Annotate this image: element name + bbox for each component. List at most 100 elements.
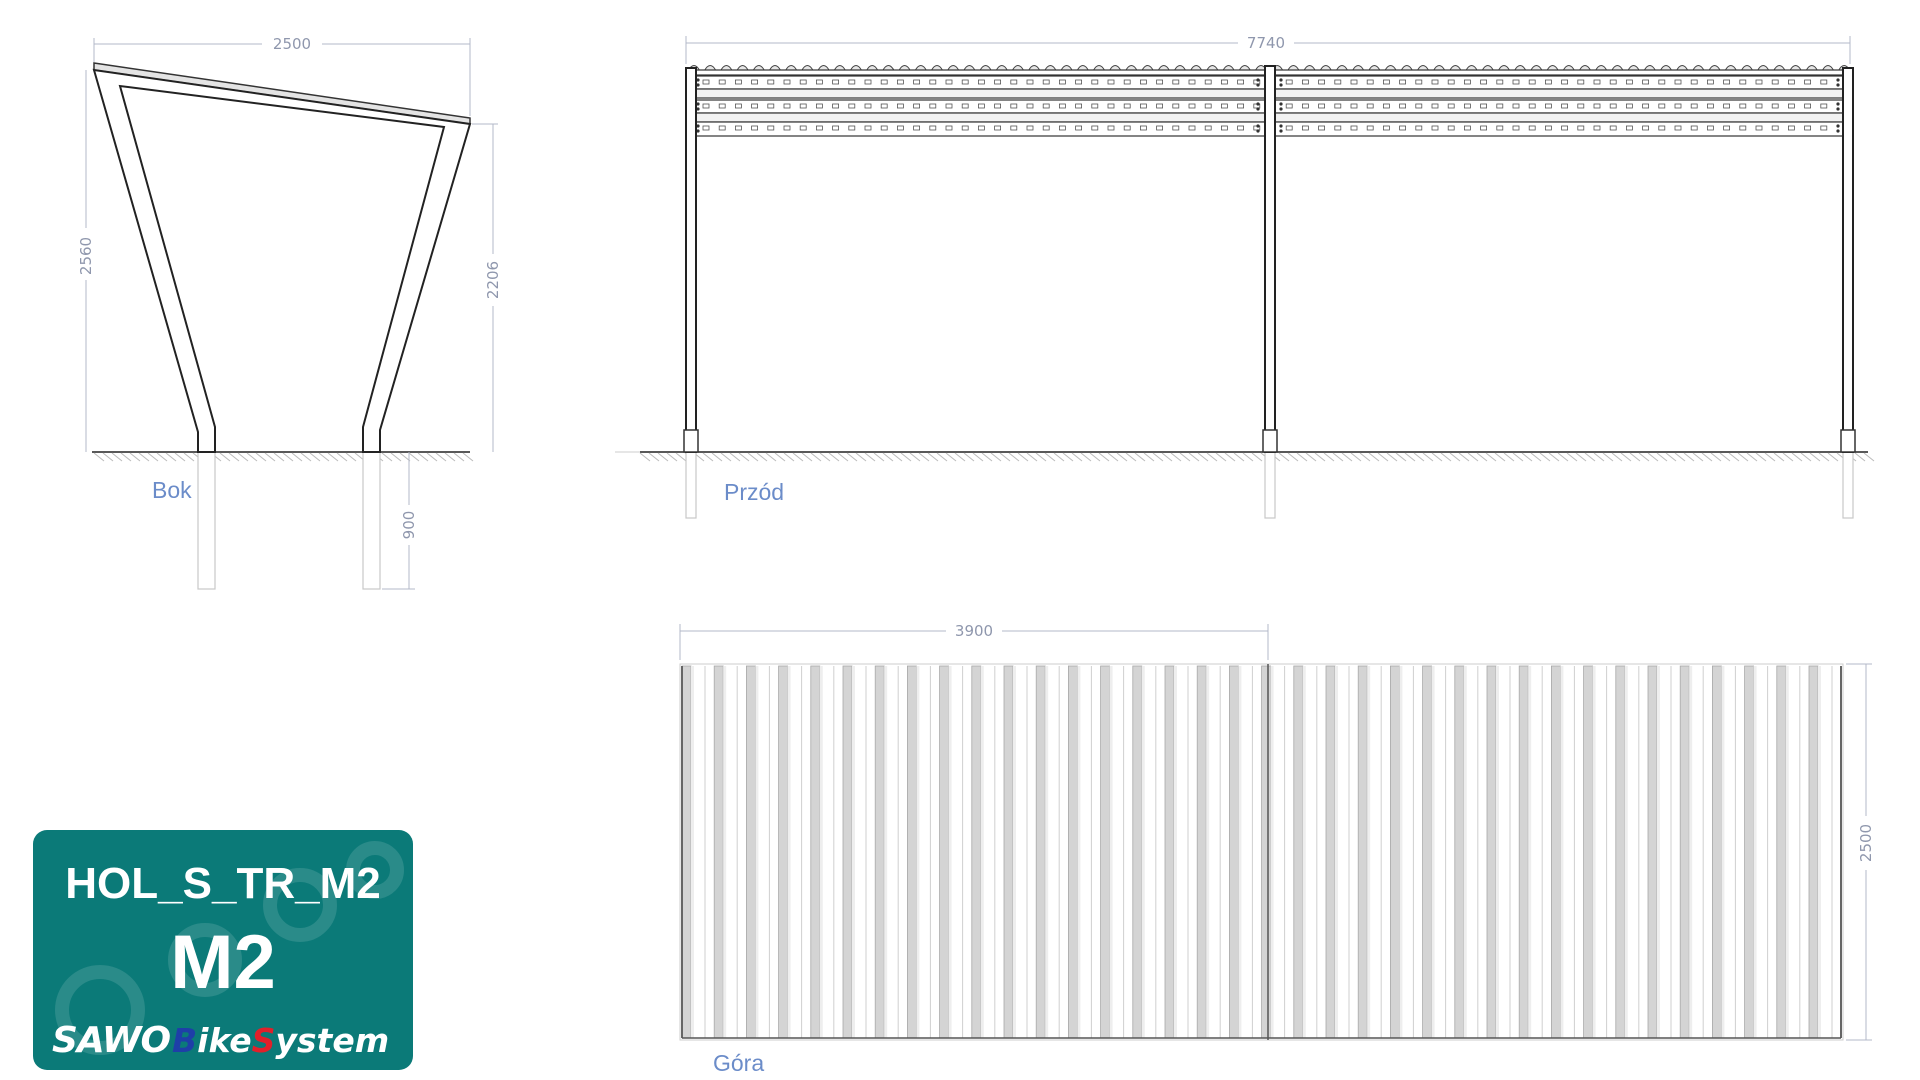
hatch-line <box>846 452 858 462</box>
sheet-rib <box>1744 665 1754 1039</box>
sheet-rib-shade <box>1141 666 1145 1038</box>
sheet-rib-shade <box>787 666 791 1038</box>
purlin-slot <box>1723 79 1730 85</box>
hatch-line <box>1224 452 1236 462</box>
purlin-slot <box>1755 79 1763 85</box>
bolt <box>696 129 700 133</box>
badge-background <box>33 830 413 1070</box>
hatch-line <box>711 452 723 462</box>
hatch-line <box>1719 452 1731 462</box>
purlin-slot <box>1075 103 1082 109</box>
sheet-rib <box>1390 665 1400 1039</box>
hatch-line <box>147 452 159 462</box>
purlin-slot <box>718 103 726 109</box>
purlin-slot <box>1059 79 1066 85</box>
hatch-line <box>729 452 741 462</box>
side-right-height-dimension: 2206 <box>484 261 502 299</box>
sheet-rib-shade <box>1302 666 1306 1038</box>
purlin-slot <box>1577 103 1585 109</box>
front-base-right <box>1840 429 1856 453</box>
hatch-line <box>1512 452 1524 462</box>
hatch-line <box>1683 452 1695 462</box>
sheet-rib <box>1776 665 1787 1039</box>
purlin-slot <box>897 79 904 85</box>
side-foundation-left <box>197 451 216 590</box>
purlin-slot <box>1026 125 1034 131</box>
hatch-line <box>1080 452 1092 462</box>
side-view-label: Bok <box>152 477 192 503</box>
hatch-line <box>1152 452 1164 462</box>
purlin-slot <box>702 79 710 85</box>
purlin-slot <box>1545 125 1552 131</box>
sheet-rib <box>1454 665 1465 1039</box>
purlin-slot <box>1707 103 1714 109</box>
purlin-slot <box>1026 79 1034 85</box>
hatch-line <box>981 452 993 462</box>
sheet-rib-shade <box>1560 666 1564 1038</box>
purlin-slot <box>1091 79 1099 85</box>
hatch-line <box>702 452 714 462</box>
sheet-rib-shade <box>1174 666 1177 1038</box>
hatch-line <box>237 452 249 462</box>
hatch-line <box>1314 452 1326 462</box>
purlin-slot <box>816 79 823 85</box>
purlin-slot <box>1577 125 1585 131</box>
front-post-middle <box>1264 65 1276 453</box>
hatch-line <box>300 452 312 462</box>
purlin-slot <box>1658 125 1666 131</box>
purlin-slot <box>1042 79 1050 85</box>
purlin-slot <box>735 79 742 85</box>
badge-watermark <box>55 841 404 1055</box>
hatch-line <box>1467 452 1479 462</box>
purlin-slot <box>929 103 937 109</box>
purlin-slot <box>913 79 920 85</box>
purlin-slot <box>1561 79 1568 85</box>
purlin-slot <box>1561 103 1568 109</box>
purlin-slot <box>1593 103 1601 109</box>
sheet-rib-shade <box>916 666 920 1038</box>
sheet-rib-shade <box>1335 666 1338 1038</box>
purlin-slot <box>751 103 758 109</box>
purlin-slot <box>832 79 839 85</box>
hatch-line <box>399 452 411 462</box>
purlin-slot <box>961 79 969 85</box>
hatch-line <box>1440 452 1452 462</box>
purlin-slot <box>1739 79 1747 85</box>
hatch-line <box>1827 452 1839 462</box>
hatch-line <box>273 452 285 462</box>
purlin-slot <box>1788 79 1795 85</box>
hatch-line <box>1134 452 1146 462</box>
bolt <box>1256 129 1260 133</box>
hatch-line <box>1278 452 1290 462</box>
purlin-slot <box>1723 103 1730 109</box>
purlin-slot <box>1091 125 1099 131</box>
purlin-slot <box>994 79 1001 85</box>
top-depth-dimension: 2500 <box>1857 824 1875 862</box>
front-ground-hatch <box>639 452 1875 462</box>
sheet-rib-shade <box>1753 666 1757 1038</box>
purlin-slot <box>864 79 872 85</box>
hatch-line <box>1629 452 1641 462</box>
purlin-slot <box>751 79 758 85</box>
hatch-line <box>219 452 231 462</box>
hatch-line <box>1449 452 1461 462</box>
sheet-rib <box>1486 665 1497 1039</box>
hatch-line <box>336 452 348 462</box>
purlin-slot <box>1334 103 1342 109</box>
purlin-slot <box>1350 103 1358 109</box>
sheet-rib <box>1132 665 1143 1039</box>
purlin-slot <box>816 125 823 131</box>
hatch-line <box>1647 452 1659 462</box>
sheet-rib <box>1615 665 1626 1039</box>
hatch-line <box>657 452 669 462</box>
purlin-slot <box>1804 125 1811 131</box>
bolt <box>696 124 700 128</box>
hatch-line <box>1476 452 1488 462</box>
purlin-slot <box>1707 125 1714 131</box>
sheet-rib-shade <box>1624 666 1628 1038</box>
hatch-line <box>1215 452 1227 462</box>
hatch-line <box>1026 452 1038 462</box>
hatch-line <box>318 452 330 462</box>
purlin-slot <box>1593 79 1601 85</box>
purlin-slot <box>1674 125 1682 131</box>
